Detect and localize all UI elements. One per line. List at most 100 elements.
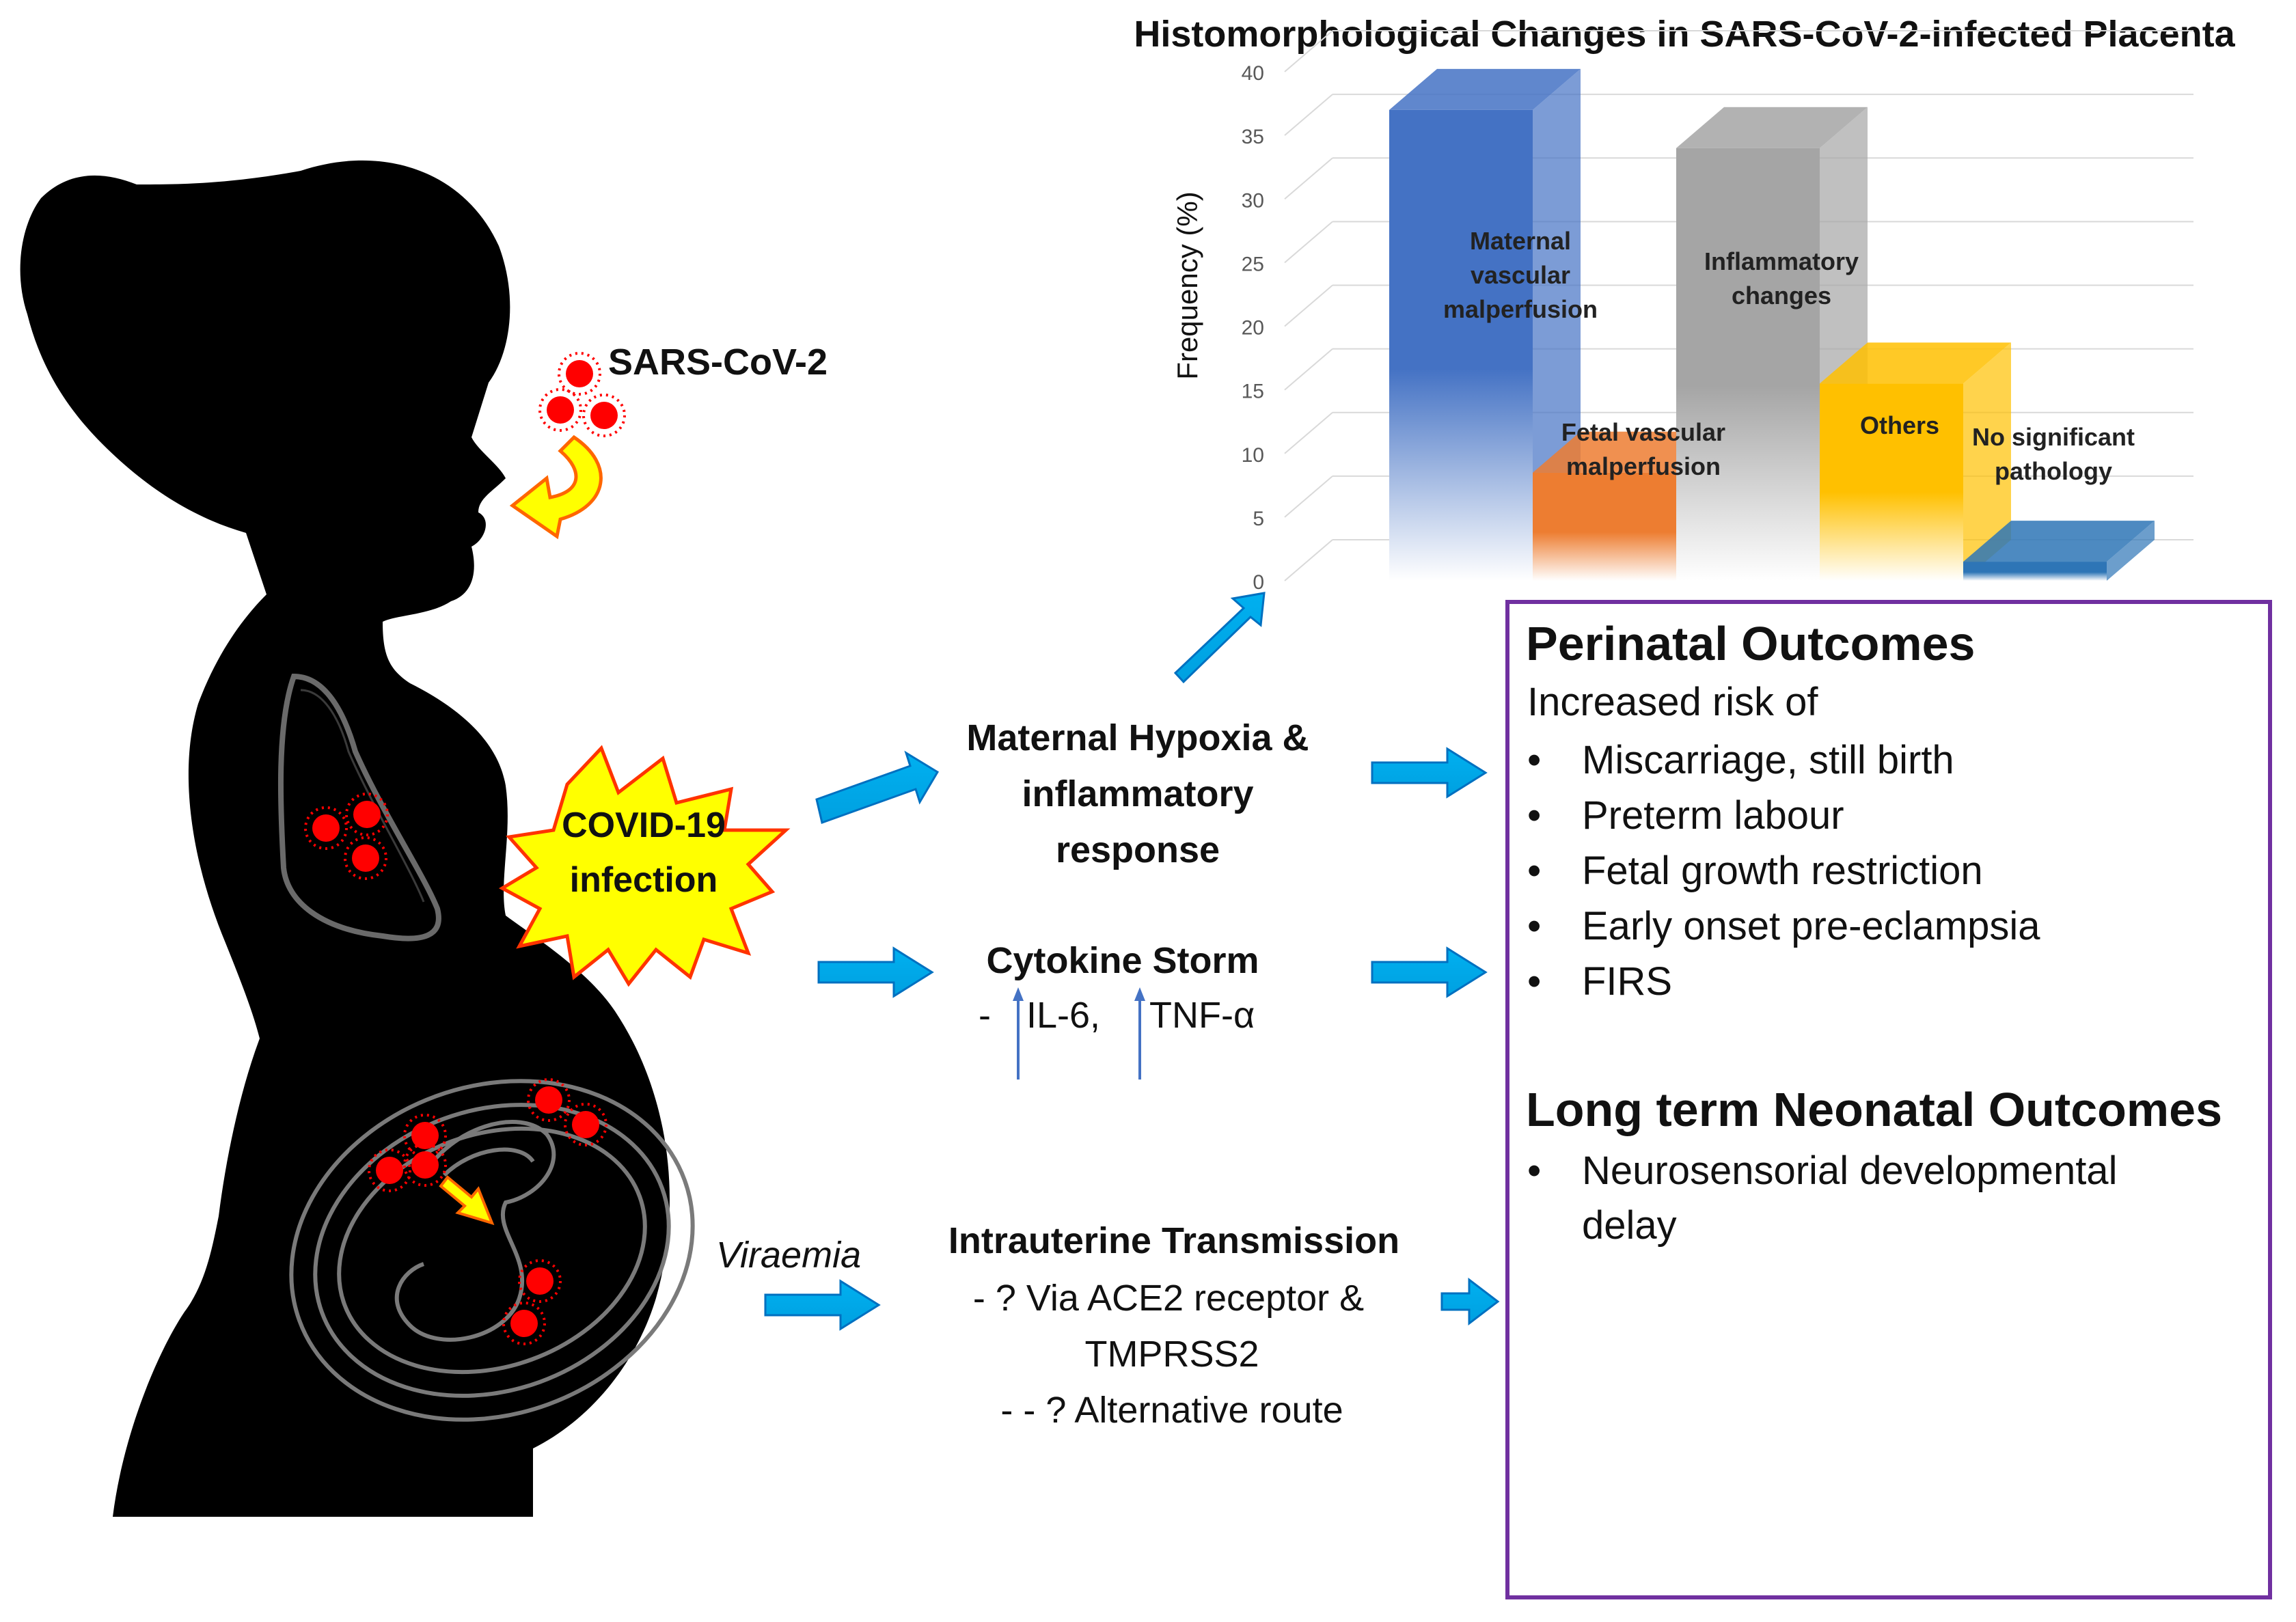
gridline-depth [1284,476,1333,518]
bar-label: Fetal vascular [1561,418,1725,446]
virus-icon [403,1143,447,1187]
arrow-intrauterine-to-outcomes [1440,1277,1500,1326]
bar-label: malperfusion [1566,452,1721,480]
increase-arrow-icon [1013,987,1024,1080]
bar-side [2107,521,2155,581]
cytokine-il6: IL-6, [1026,995,1100,1036]
list-item: Early onset pre-eclampsia [1527,898,2040,954]
infection-label-line2: infection [570,860,718,900]
virus-label: SARS-CoV-2 [608,342,828,383]
tick-label: 40 [1242,62,1264,85]
list-item: Preterm labour [1527,788,2040,843]
arrow-to-cytokine [817,946,934,998]
virus-icon [564,1103,607,1146]
intrauterine-line3: - - ? Alternative route [1000,1390,1343,1431]
virus-icon [502,1302,546,1345]
virus-icon [344,836,387,880]
bar-chart: Histomorphological Changes in SARS-CoV-2… [1134,14,2235,594]
list-item: Miscarriage, still birth [1527,732,2040,788]
bar-side [1963,342,2011,581]
neonatal-list: Neurosensorial developmental delay [1527,1144,2170,1253]
cytokine-title: Cytokine Storm [986,940,1259,981]
gridline-depth [1284,94,1333,136]
bar [1389,109,1533,581]
bar-top [1820,342,2011,384]
gridline-depth [1284,30,1333,72]
virus-icon [582,394,626,437]
virus-icon [304,806,348,850]
tick-label: 0 [1253,571,1264,594]
inhalation-arrow [509,435,603,540]
list-item: Fetal growth restriction [1527,843,2040,898]
cytokine-dash: - [979,995,991,1036]
bar [1963,562,2107,581]
bar-top [1963,521,2155,562]
gridline-depth [1284,157,1333,200]
bar [1676,148,1820,581]
bar-label: pathology [1995,457,2112,485]
bar-label: changes [1732,281,1831,310]
flow-arrows [764,592,1500,1331]
arrow-hypoxia-to-outcomes [1371,747,1488,799]
virus-icon [368,1149,411,1192]
pregnant-woman-silhouette [20,160,695,1517]
viraemia-label: Viraemia [716,1235,861,1276]
infection-label-line1: COVID-19 [562,806,726,845]
cytokine-tnf: TNF-α [1149,995,1255,1036]
bar [1533,472,1676,581]
gridline-depth [1284,221,1333,264]
gridline-depth [1284,284,1333,327]
perinatal-list: Miscarriage, still birth Preterm labour … [1527,732,2040,1009]
neonatal-title: Long term Neonatal Outcomes [1526,1083,2223,1136]
bar-top [1389,68,1581,110]
virus-icon [527,1078,571,1122]
arrow-viraemia [764,1279,881,1331]
arrow-to-chart [1173,592,1266,684]
chart-ylabel: Frequency (%) [1171,191,1203,379]
virus-icon [518,1259,562,1303]
tick-label: 30 [1242,189,1264,212]
y-axis-ticks: 0 5 10 15 20 25 30 35 40 [1242,62,1264,594]
hypoxia-label-line2: inflammatory [1022,773,1253,814]
chart-bars [1389,68,2155,581]
arrow-cytokine-to-outcomes [1371,946,1488,998]
increase-arrow-icon [1134,987,1145,1080]
intrauterine-title: Intrauterine Transmission [948,1220,1399,1261]
tick-label: 20 [1242,317,1264,340]
list-item: Neurosensorial developmental delay [1527,1144,2170,1253]
tick-label: 35 [1242,126,1264,148]
intrauterine-line2: TMPRSS2 [1084,1334,1259,1375]
gridline-depth [1284,348,1333,391]
womb-illustration [289,1079,695,1422]
perinatal-intro: Increased risk of [1527,680,1818,724]
chart-title: Histomorphological Changes in SARS-CoV-2… [1134,14,2235,55]
bar-label: Inflammatory [1704,247,1859,275]
tick-label: 25 [1242,253,1264,275]
virus-icon [558,352,601,396]
bar-label: Others [1860,411,1939,439]
virus-icon [345,793,389,836]
outcomes-box: Perinatal Outcomes Increased risk of Mis… [1505,600,2272,1599]
tick-label: 5 [1253,508,1264,530]
infection-starburst [498,745,791,987]
tick-label: 10 [1242,444,1264,467]
bar-label: Maternal [1470,227,1571,255]
bar [1820,383,1963,581]
perinatal-title: Perinatal Outcomes [1526,617,1976,670]
virus-particles [304,352,626,1345]
hypoxia-label-line1: Maternal Hypoxia & [966,717,1309,758]
bar-top [1676,107,1868,148]
list-item: FIRS [1527,954,2040,1009]
arrow-to-hypoxia [815,750,940,824]
virus-icon [538,388,582,432]
tick-label: 15 [1242,381,1264,403]
transmission-arrow [439,1175,495,1226]
gridline-depth [1284,411,1333,454]
bar-label: No significant [1972,423,2135,451]
bar-label: malperfusion [1443,295,1598,323]
gridline-depth [1284,539,1333,581]
intrauterine-line1: - ? Via ACE2 receptor & [973,1278,1364,1319]
bar-label: vascular [1471,261,1570,289]
